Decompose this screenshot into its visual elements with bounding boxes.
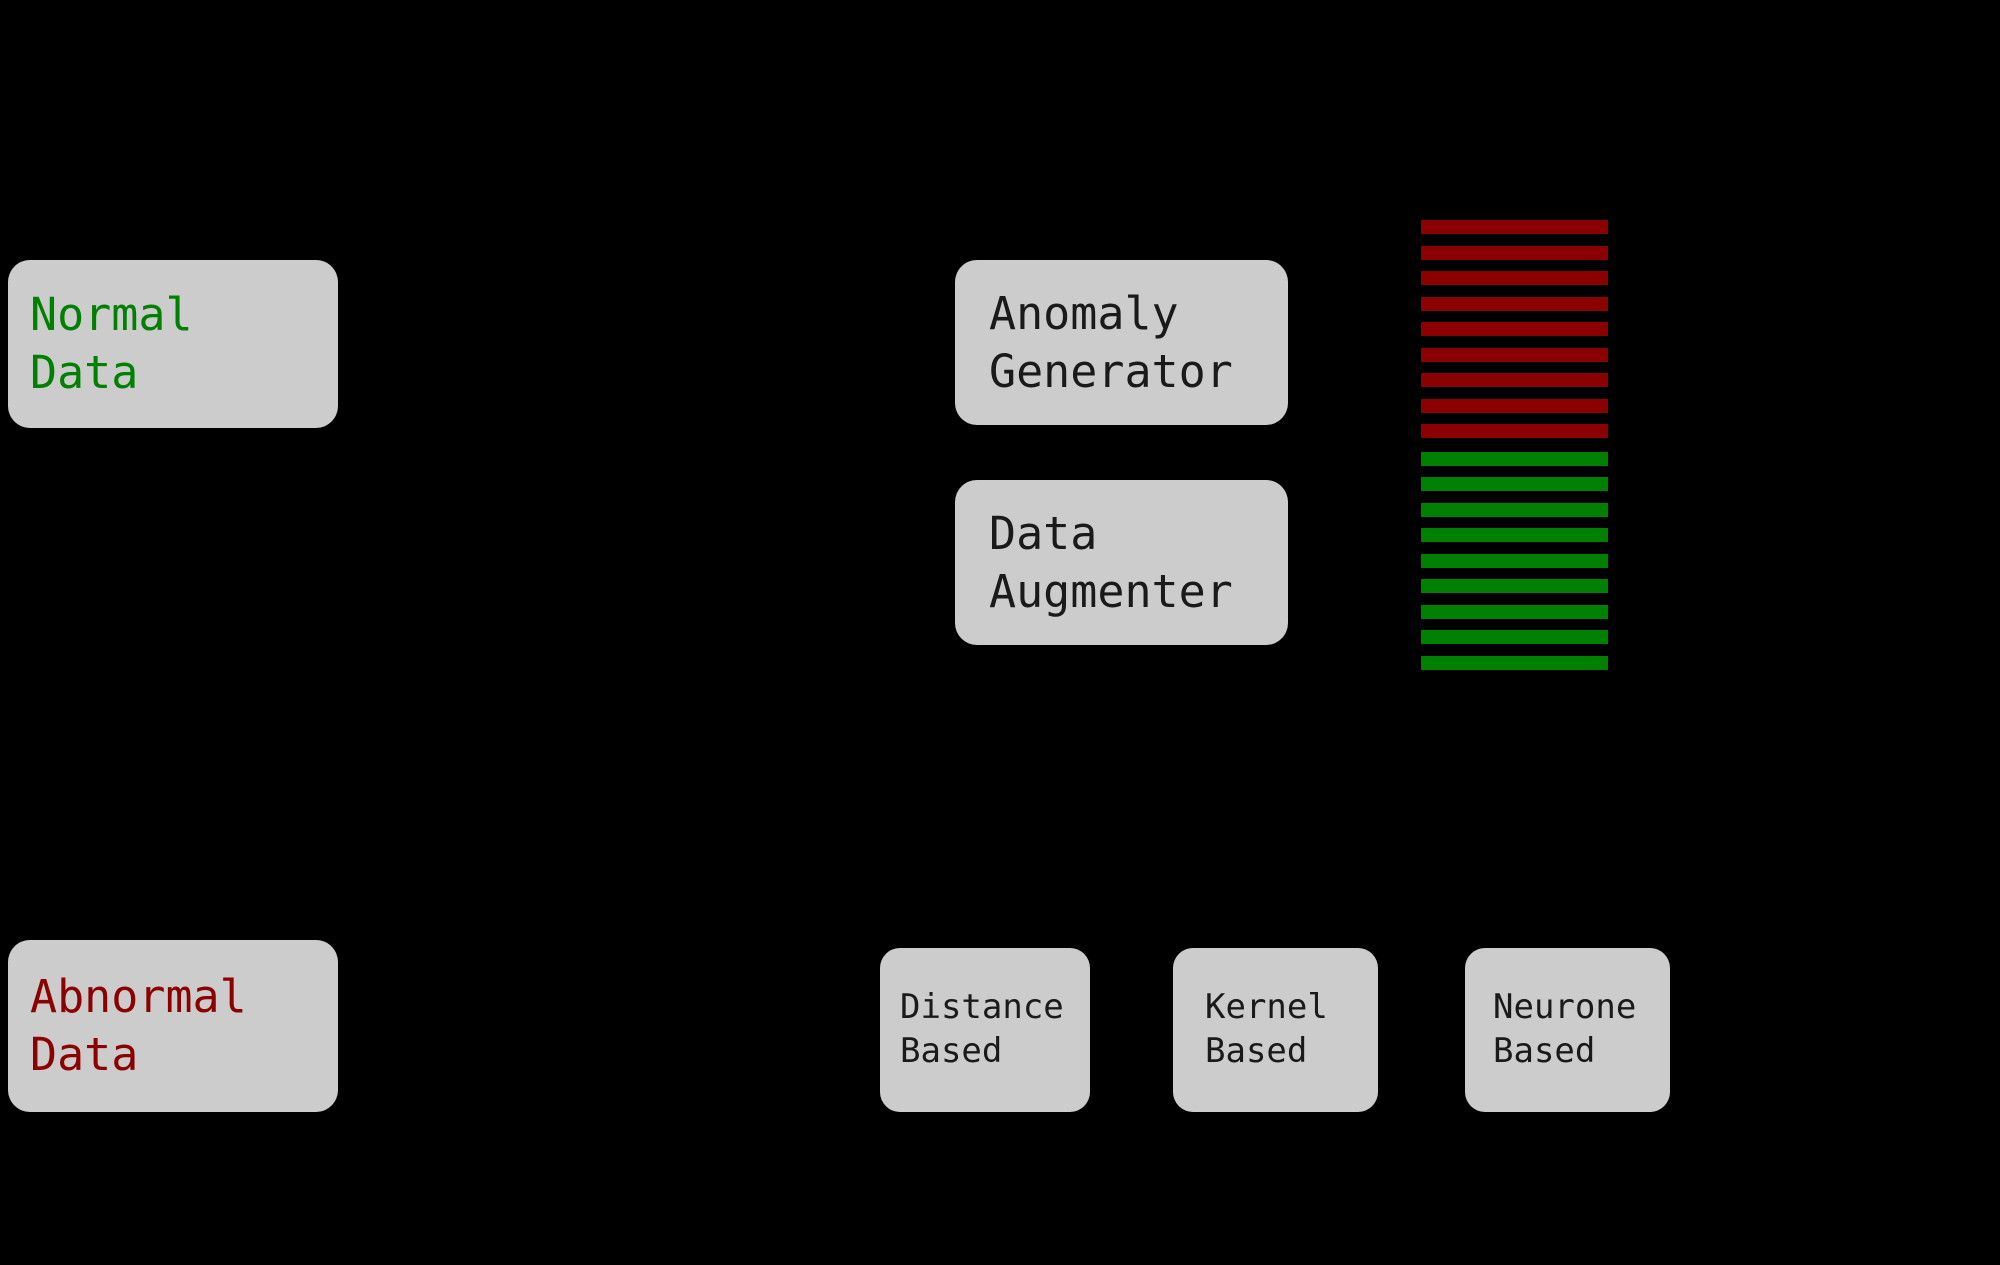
stripe-abnormal [1421, 296, 1608, 311]
stripe-abnormal [1421, 322, 1608, 336]
node-kernel-based[interactable]: Kernel Based [1173, 948, 1378, 1112]
mixed-dataset-stripes [1421, 220, 1608, 681]
node-neurone-based-line2: Based [1493, 1031, 1596, 1071]
stripe-abnormal [1421, 347, 1608, 362]
node-abnormal-data-line2: Data [30, 1028, 139, 1081]
node-data-augmenter[interactable]: Data Augmenter [955, 480, 1288, 645]
stripe-normal [1421, 528, 1608, 542]
stripe-normal [1421, 502, 1608, 517]
node-abnormal-data[interactable]: Abnormal Data [8, 940, 338, 1112]
stripe-normal [1421, 553, 1608, 568]
node-distance-based-line2: Based [900, 1031, 1003, 1071]
node-normal-data-line2: Data [30, 346, 139, 399]
node-anomaly-generator[interactable]: Anomaly Generator [955, 260, 1288, 425]
node-anomaly-generator-line1: Anomaly [989, 286, 1179, 340]
node-normal-data-line1: Normal [30, 288, 193, 342]
stripe-abnormal [1421, 245, 1608, 260]
node-data-augmenter-line1: Data [989, 506, 1098, 560]
node-neurone-based[interactable]: Neurone Based [1465, 948, 1670, 1112]
stripe-abnormal [1421, 373, 1608, 387]
node-kernel-based-line2: Based [1205, 1031, 1308, 1071]
stripe-normal [1421, 655, 1608, 670]
node-abnormal-data-line1: Abnormal [30, 970, 247, 1024]
node-anomaly-generator-line2: Generator [989, 344, 1233, 398]
node-distance-based[interactable]: Distance Based [880, 948, 1090, 1112]
stripe-abnormal [1421, 220, 1608, 234]
stripe-normal [1421, 604, 1608, 619]
node-data-augmenter-line2: Augmenter [989, 564, 1233, 618]
stripe-normal [1421, 451, 1608, 466]
stripe-abnormal [1421, 398, 1608, 413]
stripe-abnormal [1421, 271, 1608, 285]
stripe-normal [1421, 579, 1608, 593]
stripe-abnormal [1421, 424, 1608, 438]
node-kernel-based-line1: Kernel [1205, 987, 1328, 1028]
stripe-normal [1421, 630, 1608, 644]
node-normal-data[interactable]: Normal Data [8, 260, 338, 428]
node-neurone-based-line1: Neurone [1493, 987, 1637, 1028]
stripe-normal [1421, 477, 1608, 491]
node-distance-based-line1: Distance [900, 987, 1064, 1028]
